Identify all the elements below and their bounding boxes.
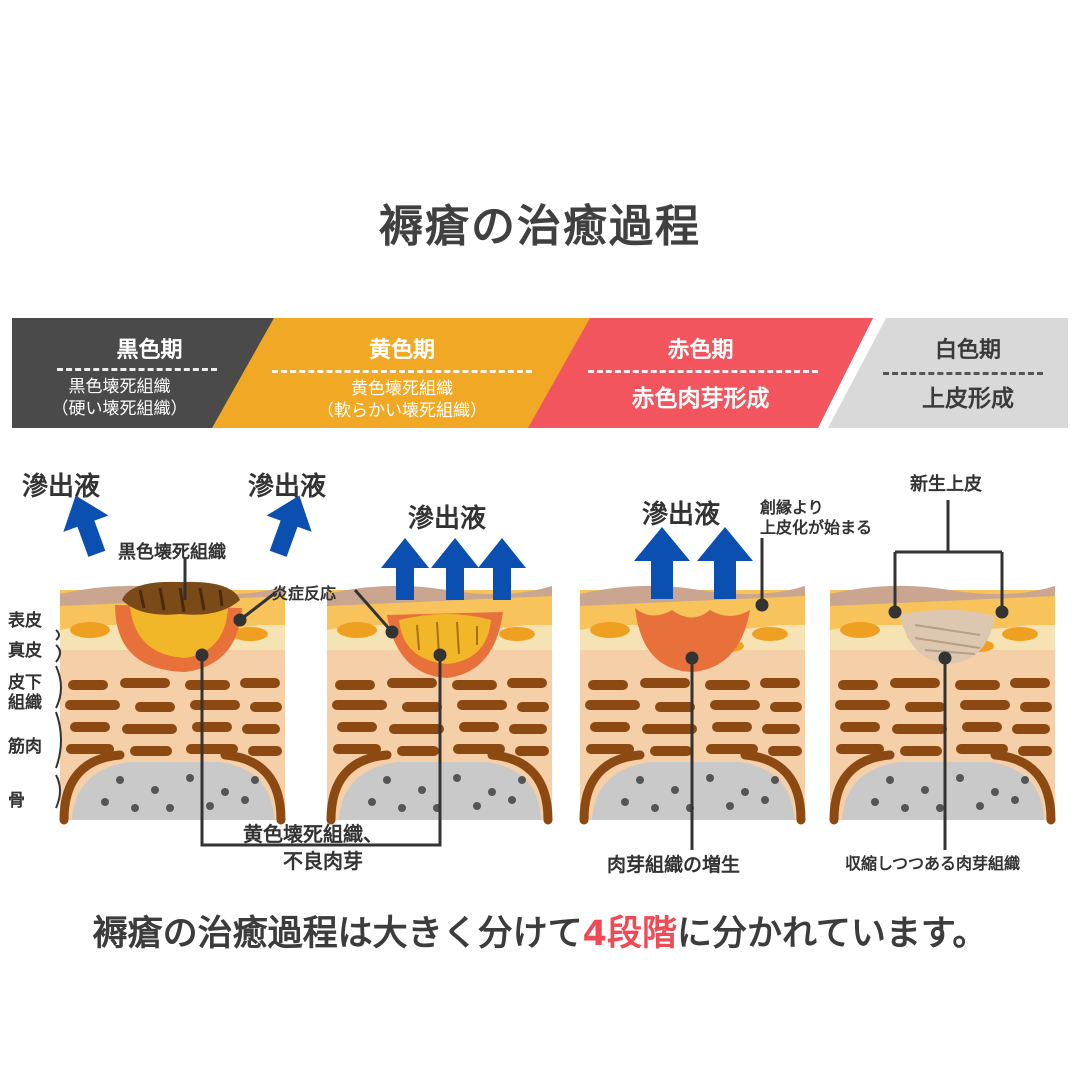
- diagram-white-stage: [830, 586, 1055, 820]
- stage-black: 黒色期 黒色壊死組織 （硬い壊死組織）: [12, 318, 287, 428]
- inflammation-label: 炎症反応: [272, 584, 337, 603]
- summary-highlight: 4段階: [582, 914, 677, 954]
- stage-red-desc1: 赤色肉芽形成: [631, 386, 770, 412]
- contracting-granulation-label: 収縮しつつある肉芽組織: [845, 854, 1021, 873]
- epith-start-label-1: 創縁より: [760, 498, 824, 517]
- new-epithelium-label: 新生上皮: [910, 474, 982, 495]
- diagram-red-stage: [580, 586, 805, 820]
- black-necrosis-label: 黒色壊死組織: [118, 542, 226, 563]
- stage-black-desc1: 黒色壊死組織: [68, 377, 171, 397]
- stage-white-name: 白色期: [934, 338, 1001, 363]
- page-title: 褥瘡の治癒過程: [379, 201, 701, 252]
- stage-yellow-desc1: 黄色壊死組織: [351, 379, 453, 399]
- leader-lines: [183, 500, 1009, 850]
- exudate-label-2: 滲出液: [248, 472, 327, 502]
- layer-bone-label: 骨: [8, 791, 25, 811]
- arrow-exudate-3b: [697, 527, 753, 599]
- stage-white-desc1: 上皮形成: [922, 386, 1014, 412]
- summary-text: 褥瘡の治癒過程は大きく分けて4段階に分かれています。: [0, 905, 1080, 956]
- stage-yellow-bg: [212, 318, 592, 428]
- stage-red: 赤色期 赤色肉芽形成: [528, 318, 873, 428]
- layer-brackets: [55, 629, 62, 809]
- summary-after: に分かれています。: [676, 914, 988, 954]
- exudate-label-1: 滲出液: [22, 472, 101, 502]
- stage-white: 白色期 上皮形成: [828, 318, 1068, 428]
- exudate-label-3: 滲出液: [408, 504, 487, 534]
- stage-red-name: 赤色期: [667, 338, 734, 363]
- stage-white-divider: [883, 372, 1043, 375]
- stage-red-divider: [588, 370, 818, 373]
- layer-subcutis-label-1: 皮下: [8, 673, 42, 693]
- exudate-label-4: 滲出液: [642, 500, 721, 530]
- healing-diagram: [53, 487, 1080, 850]
- layer-dermis-label: 真皮: [8, 641, 42, 661]
- diagram-black-stage: [60, 582, 285, 820]
- stage-red-bg: [528, 318, 873, 428]
- granulation-label: 肉芽組織の増生: [607, 854, 741, 876]
- layer-epidermis-label: 表皮: [8, 611, 42, 631]
- layer-subcutis-label-2: 組織: [8, 693, 42, 713]
- stage-yellow-desc2: （軟らかい壊死組織）: [317, 401, 487, 421]
- diagram-yellow-stage: [327, 586, 552, 820]
- stage-yellow-divider: [272, 370, 532, 373]
- summary-before: 褥瘡の治癒過程は大きく分けて: [92, 914, 583, 954]
- stage-black-bg: [12, 318, 287, 428]
- stage-black-divider: [57, 368, 217, 371]
- stage-yellow-name: 黄色期: [368, 338, 435, 363]
- yellow-necrosis-label-1: 黄色壊死組織、: [243, 822, 383, 846]
- stage-black-desc2: （硬い壊死組織）: [51, 399, 188, 419]
- stage-yellow: 黄色期 黄色壊死組織 （軟らかい壊死組織）: [212, 318, 592, 428]
- layer-muscle-label: 筋肉: [8, 737, 42, 757]
- epith-start-label-2: 上皮化が始まる: [760, 518, 873, 537]
- stage-black-name: 黒色期: [116, 338, 183, 363]
- yellow-necrosis-label-2: 不良肉芽: [283, 849, 363, 873]
